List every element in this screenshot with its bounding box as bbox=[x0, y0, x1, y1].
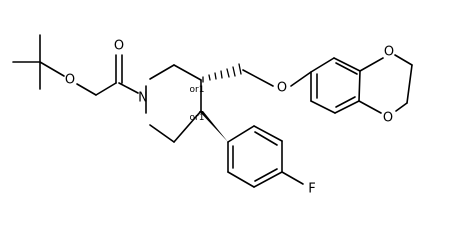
ether-oxygen-atom: O bbox=[277, 81, 287, 96]
carbonyl-oxygen-atom: O bbox=[114, 39, 124, 54]
hashed-wedge-bond bbox=[202, 63, 242, 83]
stereo-label-c4: or1 bbox=[190, 113, 205, 123]
nitrogen-atom: N bbox=[138, 91, 148, 106]
benzodioxole-ring bbox=[310, 54, 413, 114]
dioxole-oxygen-top-atom: O bbox=[384, 45, 394, 60]
fluorophenyl-ring bbox=[227, 125, 304, 188]
structural-formula: N O O O O O F or1 or1 bbox=[12, 34, 413, 197]
dioxole-oxygen-bottom-atom: O bbox=[383, 111, 393, 126]
ester-oxygen-atom: O bbox=[65, 73, 75, 88]
boc-carbamate-group bbox=[95, 54, 139, 96]
stereo-label-c3: or1 bbox=[190, 85, 205, 95]
piperidine-ring bbox=[145, 64, 202, 143]
solid-wedge-bond bbox=[199, 111, 228, 142]
methyleneoxy-linker bbox=[242, 69, 312, 87]
fluorine-atom: F bbox=[308, 182, 315, 197]
tert-butyl-group bbox=[12, 34, 97, 96]
